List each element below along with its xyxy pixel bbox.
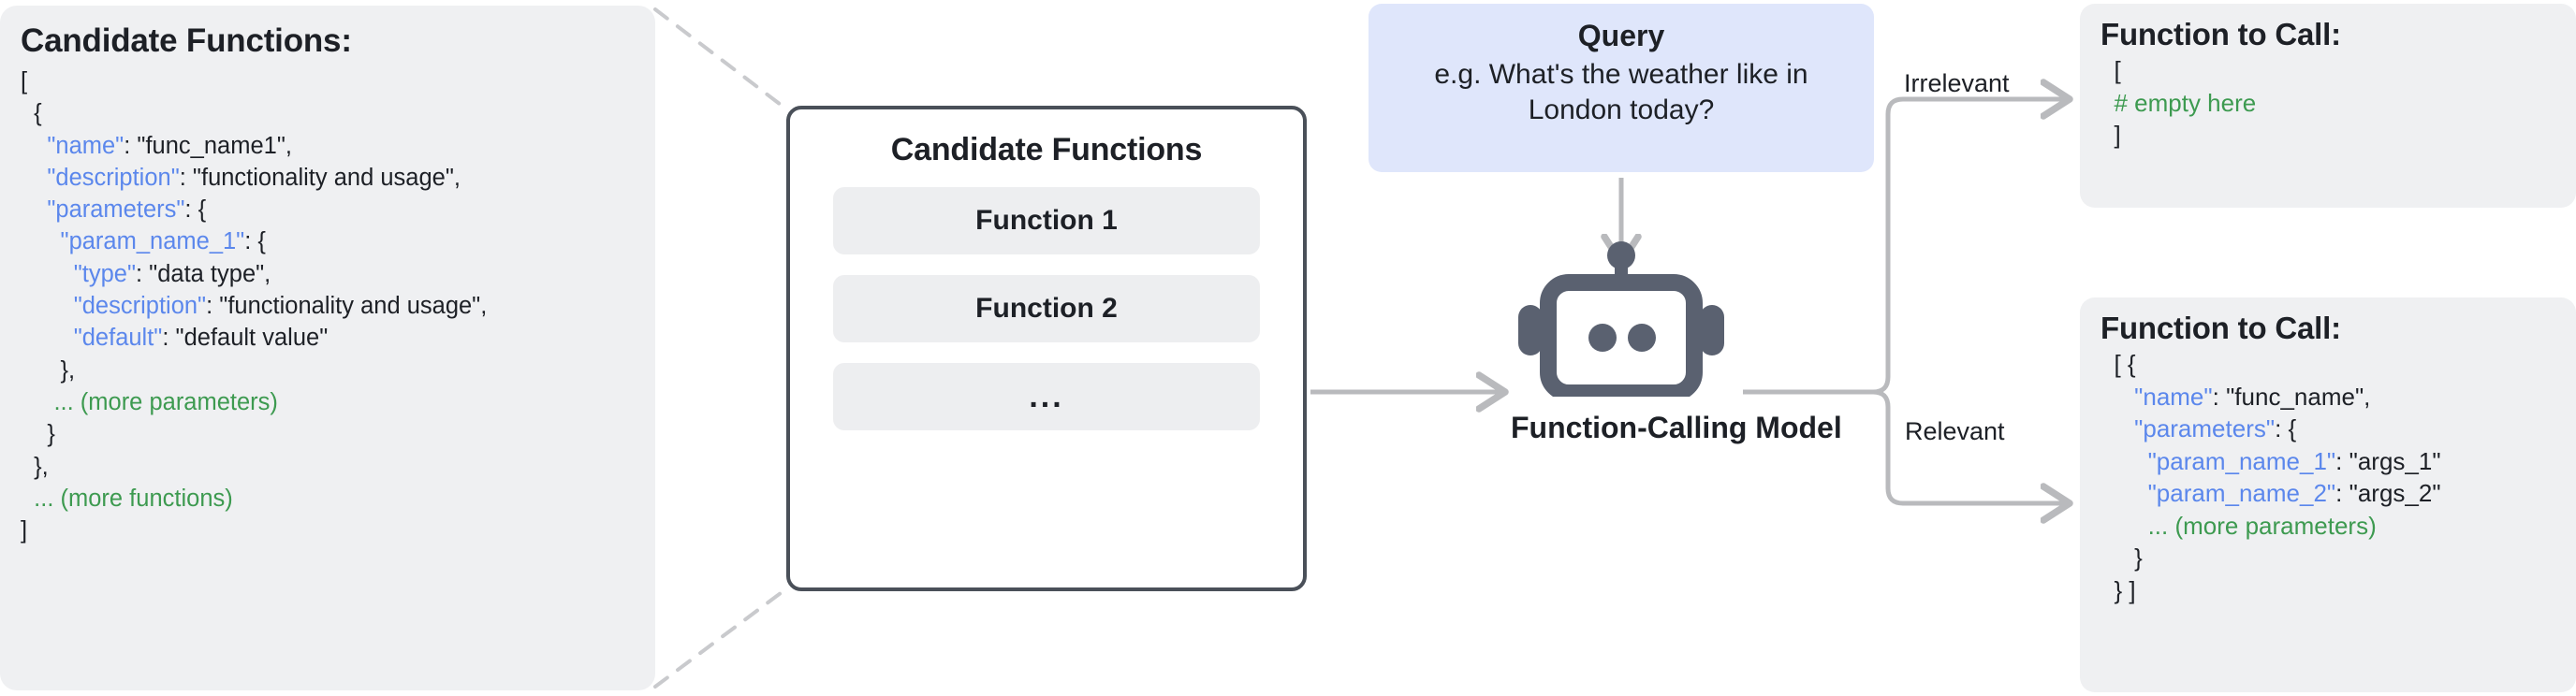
model-label: Function-Calling Model <box>1511 411 1842 444</box>
function-to-call-title-filled: Function to Call: <box>2100 311 2341 345</box>
query-example-text: e.g. What's the weather like in London t… <box>1434 59 1808 126</box>
function-calling-model: Function-Calling Model <box>1511 241 1842 445</box>
query-box: Query e.g. What's the weather like in Lo… <box>1368 4 1874 172</box>
function-to-call-empty-panel: Function to Call: [ # empty here ] <box>2080 4 2576 208</box>
function-list: Function 1 Function 2 ... <box>790 187 1303 430</box>
query-title: Query <box>1577 19 1665 52</box>
branch-label-irrelevant: Irrelevant <box>1904 69 2010 97</box>
dashed-connector-bottom <box>653 586 790 689</box>
dashed-connector-top <box>653 7 790 112</box>
list-item-function-2[interactable]: Function 2 <box>833 275 1260 342</box>
function-to-call-empty-code: [ # empty here ] <box>2100 56 2257 150</box>
candidate-functions-json-panel: Candidate Functions: [ { "name": "func_n… <box>0 6 655 690</box>
list-item-more-functions[interactable]: ... <box>833 363 1260 430</box>
arrow-branch-irrelevant <box>1872 99 2065 395</box>
function-to-call-filled-code: [ { "name": "func_name", "parameters": {… <box>2100 350 2441 605</box>
function-to-call-filled-panel: Function to Call: [ { "name": "func_name… <box>2080 297 2576 692</box>
list-item-function-1[interactable]: Function 1 <box>833 187 1260 254</box>
page-title: Candidate Functions: <box>21 22 352 59</box>
candidate-functions-code: [ { "name": "func_name1", "description":… <box>21 68 488 544</box>
candidate-functions-card-title: Candidate Functions <box>890 132 1203 167</box>
robot-icon <box>1518 241 1724 401</box>
candidate-functions-card: Candidate Functions Function 1 Function … <box>786 106 1307 591</box>
branch-label-relevant: Relevant <box>1905 417 2005 445</box>
arrow-branch-relevant <box>1872 389 2065 503</box>
function-to-call-title-empty: Function to Call: <box>2100 17 2341 51</box>
